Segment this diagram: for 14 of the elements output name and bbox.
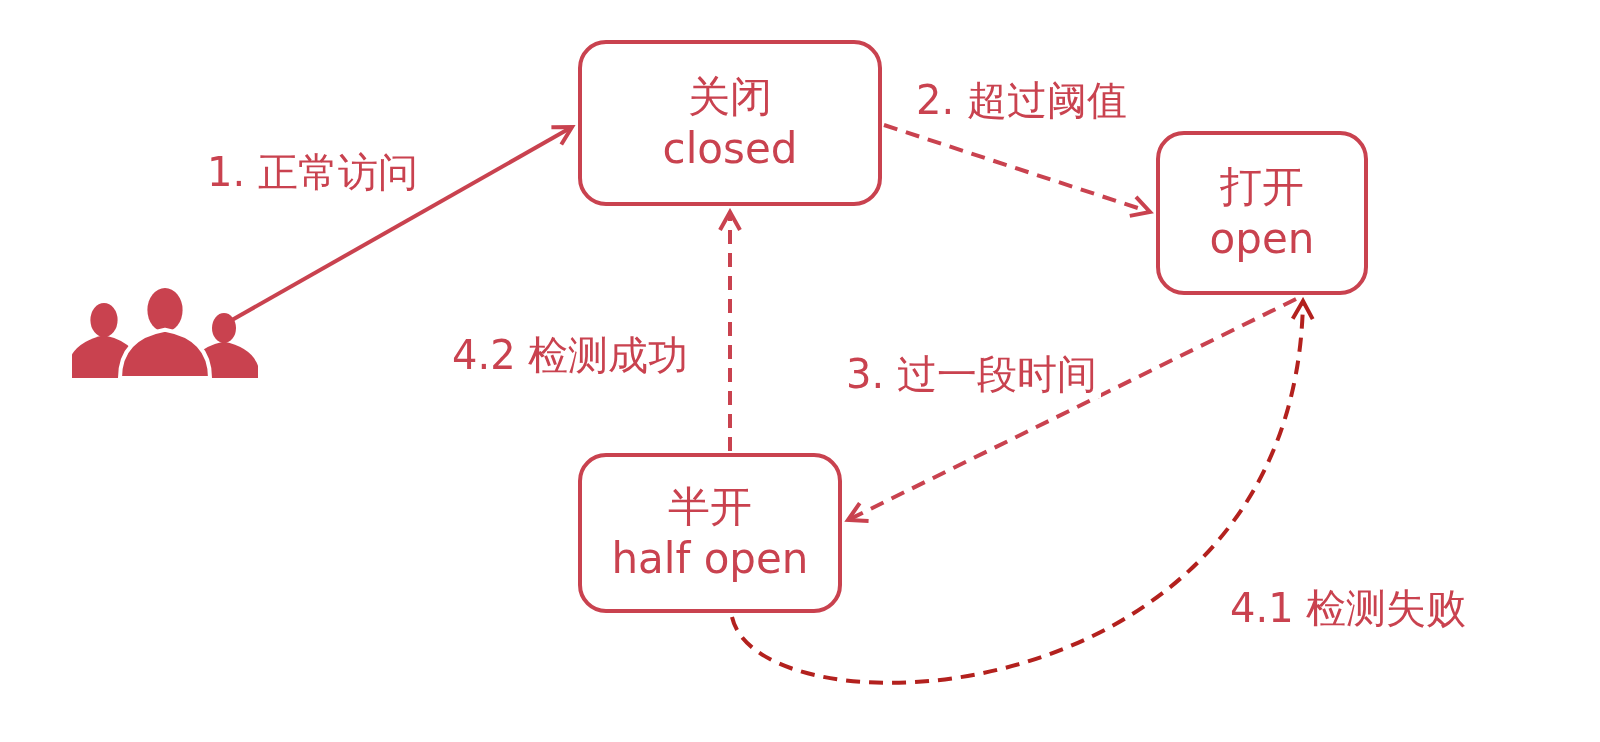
state-box [578, 453, 842, 613]
state-name: half open [611, 533, 809, 585]
arrow [231, 125, 574, 322]
arrow [846, 297, 1297, 523]
state-name: 半开 [668, 481, 752, 533]
state-box [578, 40, 882, 206]
state-name: 关闭 [688, 71, 772, 123]
state-box [1156, 131, 1368, 295]
arrow [718, 210, 742, 451]
state-name: 打开 [1220, 161, 1304, 213]
arrow [883, 123, 1152, 218]
arrow [730, 299, 1313, 685]
state-name: open [1209, 213, 1315, 265]
state-name: closed [662, 123, 798, 175]
